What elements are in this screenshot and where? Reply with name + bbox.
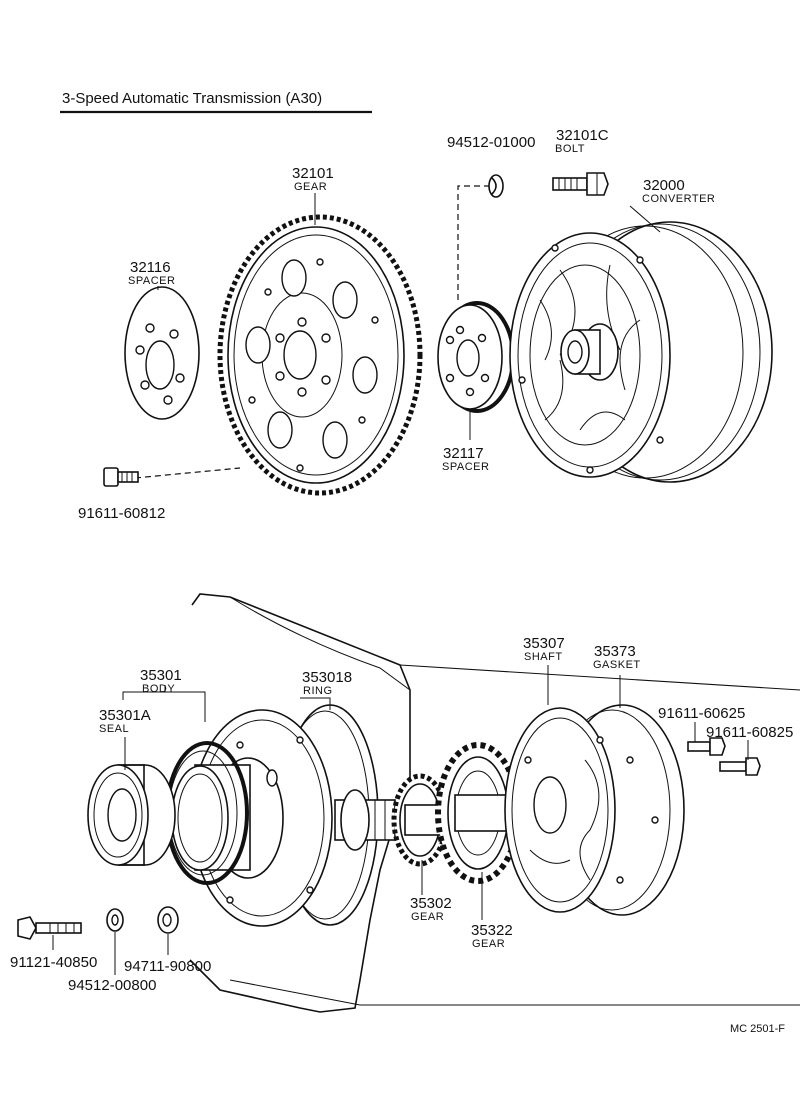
washer-94512-01000-drawing — [488, 174, 504, 198]
case-outline — [189, 593, 411, 1013]
bolt-91611-60625-drawing — [687, 737, 726, 756]
label-32000: 32000 — [643, 177, 685, 194]
label-35307: 35307 — [523, 635, 565, 652]
label-35322: 35322 — [471, 922, 513, 939]
label-32116: 32116 — [130, 259, 171, 276]
label-91611-60625: 91611-60625 — [658, 705, 745, 722]
label-35301: 35301 — [140, 667, 182, 684]
bolt-32101c-drawing — [552, 172, 609, 196]
label-32101c: 32101C — [556, 127, 609, 144]
name-32101: GEAR — [294, 181, 327, 193]
name-35302: GEAR — [411, 911, 444, 923]
name-35322: GEAR — [472, 938, 505, 950]
bolt-91611-60825-drawing — [719, 757, 761, 776]
label-91611-60825: 91611-60825 — [706, 724, 793, 741]
spacer-32117-drawing — [437, 301, 515, 413]
top-line — [399, 664, 800, 691]
case-edge — [229, 596, 411, 691]
gear-32101-drawing — [217, 214, 423, 496]
name-353018: RING — [303, 685, 333, 697]
leader-washer-94512-01000 — [457, 185, 490, 300]
nut-94711-90800-drawing — [157, 906, 179, 934]
label-94711-90800: 94711-90800 — [124, 958, 211, 975]
label-35301a: 35301A — [99, 707, 151, 724]
base-line-left — [229, 979, 361, 1006]
name-35373: GASKET — [593, 659, 641, 671]
bolt-91611-60812-drawing — [103, 467, 139, 487]
washer-94512-00800-drawing — [106, 908, 124, 932]
label-91121-40850: 91121-40850 — [10, 954, 97, 971]
shaft-35307-drawing — [504, 704, 685, 916]
label-32117: 32117 — [443, 445, 484, 462]
label-353018: 353018 — [302, 669, 352, 686]
name-32101c: BOLT — [555, 143, 585, 155]
name-35307: SHAFT — [524, 651, 563, 663]
footer-code: MC 2501-F — [730, 1023, 785, 1035]
label-94512-01000: 94512-01000 — [447, 134, 535, 151]
name-32117: SPACER — [442, 461, 489, 473]
spacer-32116-drawing — [124, 286, 200, 420]
name-32116: SPACER — [128, 275, 175, 287]
labels: 32101 GEAR 32116 SPACER 94512-01000 3210… — [10, 127, 793, 1035]
label-94512-00800: 94512-00800 — [68, 977, 156, 994]
leader-bolt-91611-60812 — [134, 467, 241, 479]
label-32101: 32101 — [292, 165, 334, 182]
bolt-91121-40850-drawing — [17, 916, 82, 940]
gear-35302-drawing — [391, 773, 449, 867]
label-35373: 35373 — [594, 643, 636, 660]
converter-32000-drawing — [509, 221, 773, 483]
diagram-title: 3-Speed Automatic Transmission (A30) — [62, 90, 322, 107]
name-32000: CONVERTER — [642, 193, 715, 205]
leader-lines — [52, 193, 749, 975]
name-35301: BODY — [142, 683, 175, 695]
label-35302: 35302 — [410, 895, 452, 912]
shaft-splines-drawing — [334, 789, 396, 851]
label-91611-60812: 91611-60812 — [78, 505, 165, 522]
name-35301a: SEAL — [99, 723, 129, 735]
seal-35301a-drawing — [87, 764, 176, 866]
